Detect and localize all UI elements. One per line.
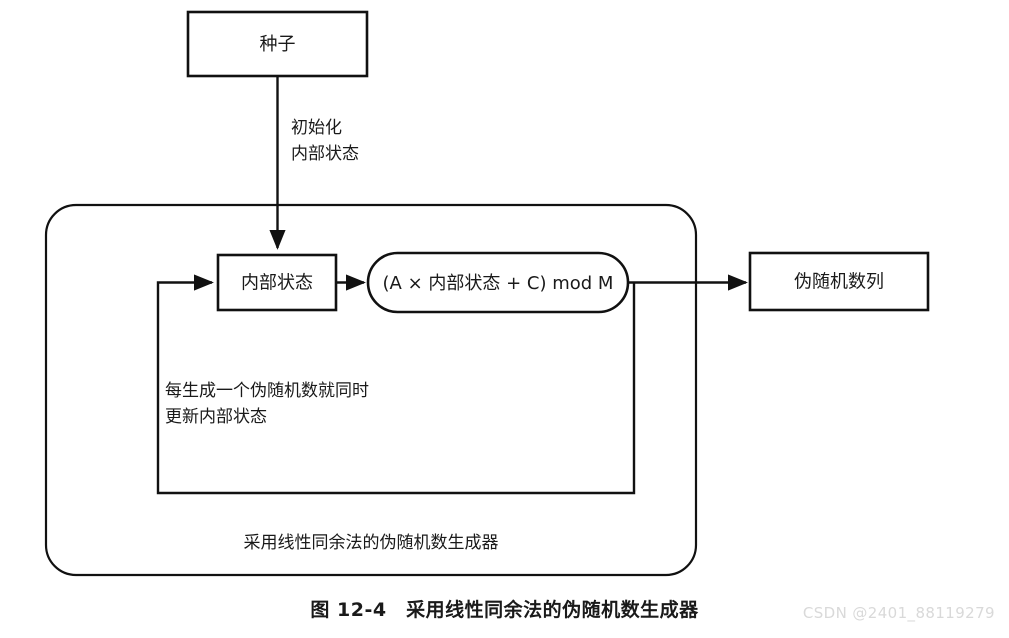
output-label: 伪随机数列: [794, 272, 884, 293]
init-annotation-line2: 内部状态: [291, 144, 359, 164]
output-box: [748, 251, 930, 312]
seed-label: 种子: [260, 34, 296, 55]
generator-container: [44, 203, 698, 577]
feedback-annotation-line2: 更新内部状态: [165, 407, 267, 427]
init-annotation-line1: 初始化: [291, 118, 342, 138]
watermark: CSDN @2401_88119279: [802, 604, 995, 622]
figure-caption: 图 12-4 采用线性同余法的伪随机数生成器: [310, 599, 699, 621]
formula-label: (A × 内部状态 + C) mod M: [383, 273, 614, 294]
feedback-annotation-line1: 每生成一个伪随机数就同时: [165, 381, 369, 401]
edge-feedback-loop: [156, 274, 636, 495]
internal-state-label: 内部状态: [241, 273, 313, 294]
container-label: 采用线性同余法的伪随机数生成器: [244, 533, 499, 553]
